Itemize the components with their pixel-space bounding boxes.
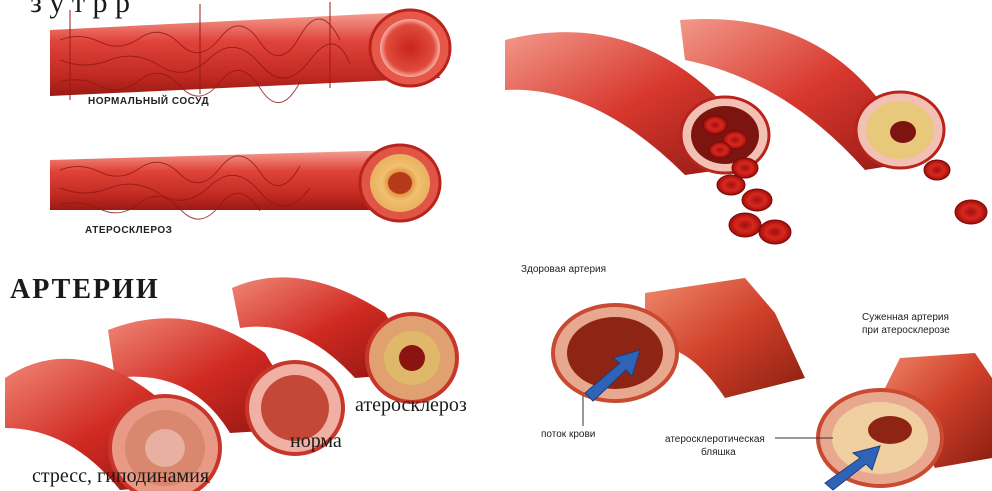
atherosclerotic-vessel-drawing [50, 145, 440, 221]
healthy-vs-narrowed-illustration [505, 258, 992, 491]
narrowed-artery-label-line2: при атеросклерозе [862, 325, 950, 336]
normal-vessel-drawing [50, 2, 450, 103]
atherosclerosis-label: атеросклероз [355, 394, 467, 417]
arteries-title: АРТЕРИИ [10, 274, 160, 306]
stress-label: стресс, гиподинамия [32, 465, 209, 488]
atherosclerosis-vessel-label: АТЕРОСКЛЕРОЗ [85, 225, 172, 236]
blood-cells-illustration [505, 0, 992, 255]
healthy-artery-label: Здоровая артерия [521, 264, 606, 275]
norm-label: норма [290, 430, 342, 453]
panel-straight-vessels: НОРМАЛЬНЫЙ СОСУД АТЕРОСКЛЕРОЗ [0, 0, 500, 255]
straight-vessels-illustration [0, 0, 500, 255]
panel-healthy-vs-narrowed: Здоровая артерия Суженная артерия при ат… [505, 258, 992, 491]
blood-flow-label: поток крови [541, 429, 595, 440]
plaque-label-line2: бляшка [701, 447, 736, 458]
panel-arteries: АРТЕРИИ стресс, гиподинамия норма атерос… [0, 258, 505, 491]
narrowed-artery-label-line1: Суженная артерия [862, 312, 949, 323]
plaque-label-line1: атеросклеротическая [665, 434, 765, 445]
panel-blood-cells [505, 0, 992, 255]
normal-vessel-label: НОРМАЛЬНЫЙ СОСУД [88, 96, 209, 107]
